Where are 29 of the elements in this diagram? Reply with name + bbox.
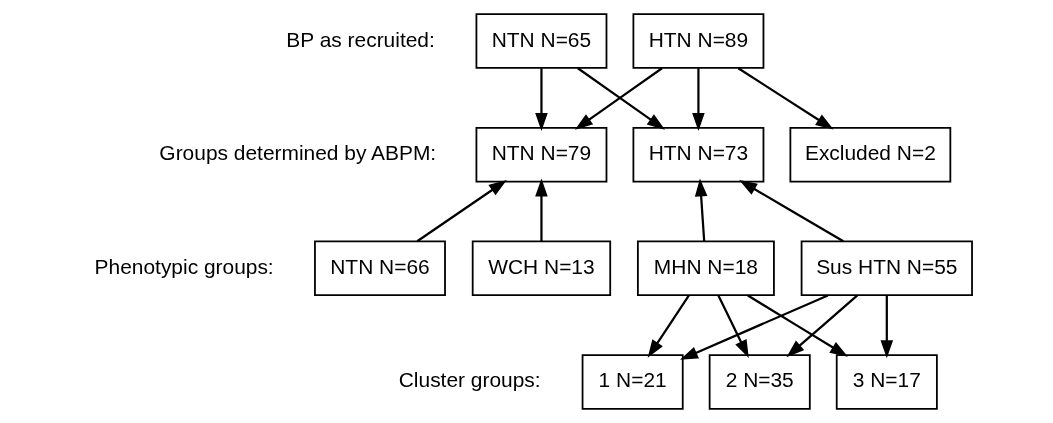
arrow bbox=[535, 68, 548, 132]
label: BP as recruited: bbox=[286, 27, 435, 51]
arrow bbox=[717, 294, 749, 358]
label: Phenotypic groups: bbox=[94, 254, 274, 278]
node-box: Sus HTN N=55 bbox=[800, 240, 973, 297]
label: Cluster groups: bbox=[398, 368, 541, 392]
node-box: 2 N=35 bbox=[708, 354, 811, 410]
arrow bbox=[535, 178, 548, 242]
arrow bbox=[680, 294, 829, 360]
node-box: HTN N=73 bbox=[632, 126, 765, 183]
arrow bbox=[647, 294, 690, 358]
arrow bbox=[786, 294, 859, 358]
arrow bbox=[692, 68, 705, 132]
node-box: 3 N=17 bbox=[835, 354, 938, 410]
node-box: NTN N=65 bbox=[475, 13, 608, 69]
arrow bbox=[880, 295, 894, 359]
node-box: NTN N=79 bbox=[475, 126, 608, 183]
arrow bbox=[694, 178, 708, 242]
node-box: NTN N=66 bbox=[314, 240, 446, 297]
arrow bbox=[737, 67, 834, 130]
arrow bbox=[416, 179, 507, 243]
arrow bbox=[747, 294, 848, 357]
arrow bbox=[739, 180, 844, 243]
node-box: HTN N=89 bbox=[632, 13, 765, 69]
label: Groups determined by ABPM: bbox=[159, 141, 437, 165]
node-box: 1 N=21 bbox=[581, 354, 684, 410]
node-box: Excluded N=2 bbox=[789, 126, 952, 183]
node-box: MHN N=18 bbox=[637, 240, 775, 297]
node-box: WCH N=13 bbox=[471, 240, 612, 297]
